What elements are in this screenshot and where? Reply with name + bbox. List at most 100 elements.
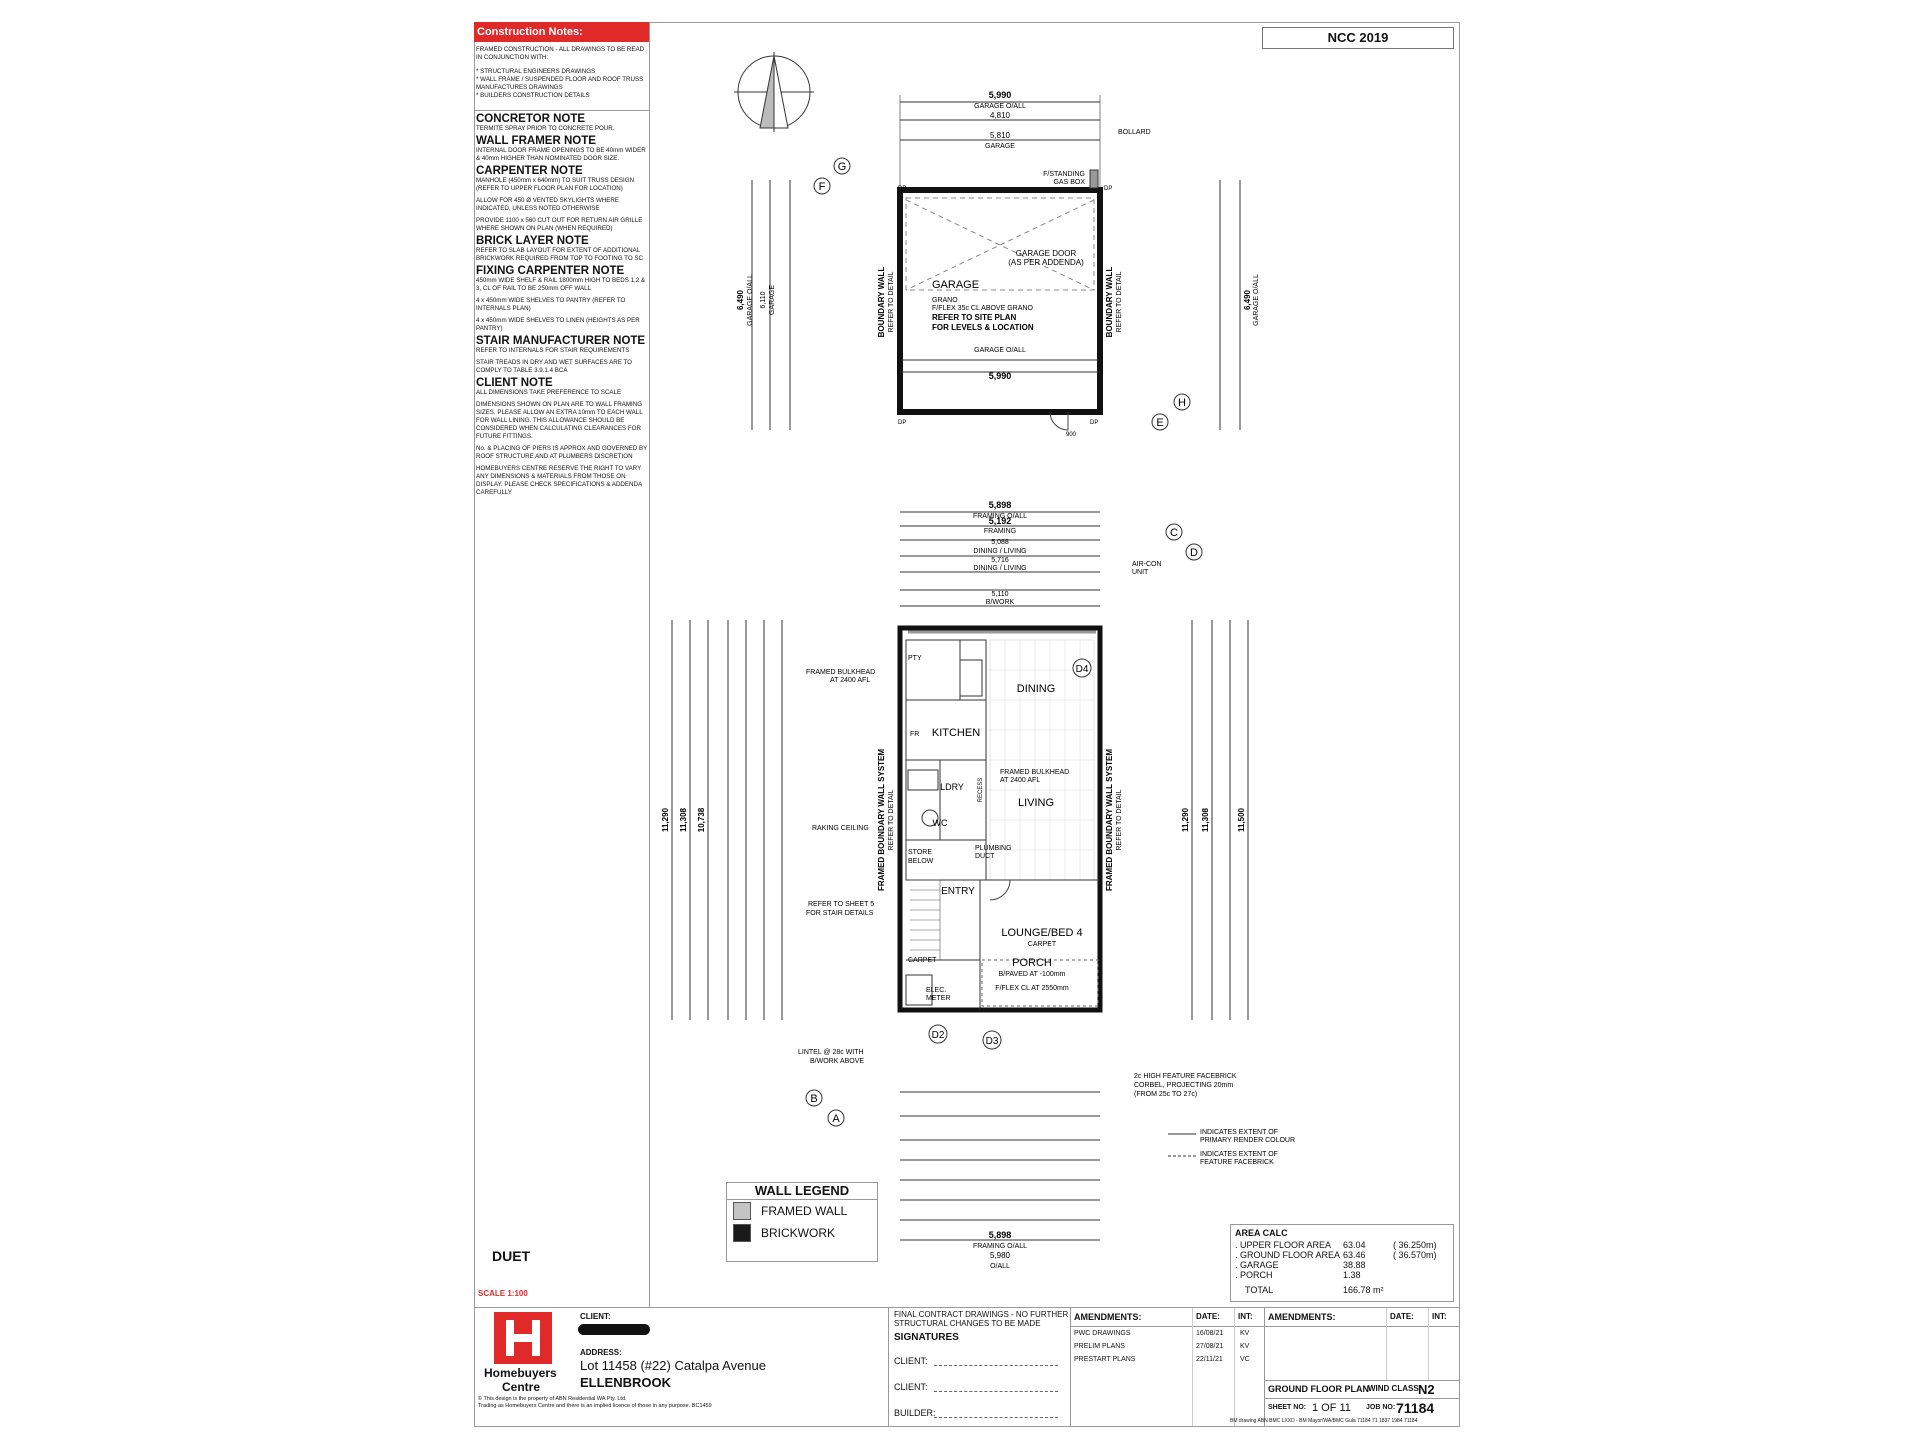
- garage-900-dim: 900: [1066, 432, 1077, 438]
- d4-label: D4: [1076, 664, 1089, 675]
- homebuyers-logo-icon: [494, 1312, 552, 1364]
- fixing-note-text: 4 x 450mm WIDE SHELVES TO PANTRY (REFER …: [476, 297, 626, 312]
- construction-line: * WALL FRAME / SUSPENDED FLOOR AND ROOF …: [476, 76, 644, 91]
- sheet-no-value: 1 OF 11: [1312, 1402, 1351, 1414]
- room-kitchen: KITCHEN: [932, 727, 980, 739]
- garage-bottom-label: GARAGE O/ALL: [974, 347, 1026, 354]
- client-note-text: HOMEBUYERS CENTRE RESERVE THE RIGHT TO V…: [476, 465, 642, 496]
- fixing-note-text: 450mm WIDE SHELF & RAIL 1800mm HIGH TO B…: [476, 277, 646, 292]
- client-note-text: No. & PLACING OF PIERS IS APPROX AND GOV…: [476, 445, 648, 460]
- garage-side-label-2: GARAGE: [769, 285, 776, 315]
- garage-plan: [751, 95, 1241, 431]
- area-calc-box: AREA CALC . UPPER FLOOR AREA 63.04 ( 36.…: [1230, 1224, 1454, 1302]
- area-total-value: 166.78 m²: [1343, 1285, 1384, 1295]
- levels-location-label: FOR LEVELS & LOCATION: [932, 323, 1034, 332]
- bollard-label: BOLLARD: [1118, 129, 1151, 136]
- feature-facebrick-label: 2c HIGH FEATURE FACEBRICK: [1134, 1073, 1237, 1080]
- concretor-note-text: TERMITE SPRAY PRIOR TO CONCRETE POUR.: [476, 125, 615, 132]
- signature-client-2-label: CLIENT:: [894, 1382, 928, 1392]
- section-c-label: C: [1170, 527, 1178, 539]
- wall-framer-note-text: INTERNAL DOOR FRAME OPENINGS TO BE 40mm …: [476, 147, 646, 162]
- plan-top-label: FRAMING O/ALL: [973, 513, 1027, 520]
- plan-framing-label: FRAMING: [984, 528, 1016, 535]
- signature-builder-label: BUILDER:: [894, 1408, 936, 1418]
- amendments-2-header: AMENDMENTS:: [1268, 1312, 1336, 1322]
- room-lounge: LOUNGE/BED 4: [1001, 927, 1082, 939]
- right-dim-3: 11,500: [1237, 807, 1246, 832]
- wind-class-value: N2: [1418, 1382, 1435, 1397]
- plumbing-label: PLUMBING: [975, 845, 1012, 852]
- room-pantry: PTY: [908, 655, 922, 662]
- sheet-no-label: SHEET NO:: [1268, 1404, 1307, 1411]
- title-block: Homebuyers Centre © This design is the p…: [474, 1307, 1460, 1426]
- area-row-extra: ( 36.570m): [1393, 1250, 1437, 1260]
- wall-legend-title: WALL LEGEND: [727, 1183, 877, 1200]
- dp-label: DP: [1090, 420, 1098, 426]
- section-marker-fg: [813, 157, 851, 195]
- garage-refer-detail-right: REFER TO DETAIL: [1116, 271, 1123, 332]
- concretor-note-title: CONCRETOR NOTE: [476, 113, 586, 125]
- wall-legend: WALL LEGEND FRAMED WALL BRICKWORK: [726, 1182, 878, 1262]
- section-f-label: F: [819, 181, 826, 193]
- garage-inner-label: GARAGE: [985, 143, 1015, 150]
- gasbox-label: F/STANDING: [1043, 171, 1085, 178]
- porch-paved-note: B/PAVED AT -100mm: [999, 971, 1066, 978]
- render-extent-label: INDICATES EXTENT OF: [1200, 1129, 1278, 1136]
- room-lounge-carpet: CARPET: [1028, 941, 1057, 948]
- room-dining: DINING: [1017, 683, 1056, 695]
- bulkhead-label: FRAMED BULKHEAD: [1000, 769, 1069, 776]
- garage-door-label: GARAGE DOOR: [1016, 249, 1077, 258]
- ground-floor-plan: [671, 511, 1249, 1241]
- room-ldry: LDRY: [940, 782, 964, 792]
- garage-door-note: (AS PER ADDENDA): [1008, 258, 1084, 267]
- room-living: LIVING: [1018, 797, 1054, 809]
- section-a-label: A: [832, 1113, 840, 1125]
- brick-layer-note-text: REFER TO SLAB LAYOUT FOR EXTENT OF ADDIT…: [476, 247, 643, 262]
- construction-line: * STRUCTURAL ENGINEERS DRAWINGS: [476, 68, 596, 75]
- amendments-int-header: INT:: [1238, 1312, 1253, 1321]
- room-store: STORE: [908, 849, 932, 856]
- dp-label: DP: [1104, 186, 1112, 192]
- plan-bottom-label: FRAMING O/ALL: [973, 1243, 1027, 1250]
- framed-boundary-right-refer: REFER TO DETAIL: [1116, 789, 1123, 850]
- legend-framed-row: FRAMED WALL: [733, 1200, 877, 1222]
- room-recess: RECESS: [978, 778, 984, 803]
- construction-line: FRAMED CONSTRUCTION - ALL DRAWINGS TO BE…: [476, 46, 645, 61]
- construction-line: * BUILDERS CONSTRUCTION DETAILS: [476, 92, 590, 99]
- garage-top-dim: 5,990: [989, 90, 1012, 100]
- plan-dl2-label: DINING / LIVING: [973, 565, 1026, 572]
- ncc-label: NCC 2019: [1262, 27, 1454, 49]
- section-marker-eh: [1151, 393, 1191, 431]
- d2-label: D2: [932, 1030, 945, 1041]
- left-dim-2: 11,308: [679, 807, 688, 832]
- garage-boundary-wall-left: BOUNDARY WALL: [877, 267, 886, 338]
- section-g-label: G: [838, 161, 847, 173]
- copyright-text-2: Trading as Homebuyers Centre and there i…: [478, 1403, 712, 1409]
- d-markers: [928, 658, 1092, 1050]
- wall-framer-note-title: WALL FRAMER NOTE: [476, 135, 596, 147]
- garage-side-dim-2: 6,110: [760, 291, 767, 308]
- amendments-2-int-header: INT:: [1432, 1312, 1447, 1321]
- area-row-label: . UPPER FLOOR AREA: [1235, 1240, 1332, 1250]
- signatures-label: SIGNATURES: [894, 1332, 959, 1343]
- garage-mid-dim: 4,810: [990, 111, 1011, 120]
- plan-dl2-dim: 5,716: [991, 557, 1009, 564]
- dp-label: DP: [898, 420, 906, 426]
- room-store-below: BELOW: [908, 858, 934, 865]
- construction-notes-heading: Construction Notes:: [474, 22, 649, 42]
- plan-top-dim: 5,898: [989, 500, 1012, 510]
- amend-row-int: KV: [1240, 1343, 1250, 1350]
- section-e-label: E: [1156, 417, 1163, 429]
- bwork-above-label: B/WORK ABOVE: [810, 1058, 864, 1065]
- amend-row-date: 16/08/21: [1196, 1330, 1224, 1337]
- amend-row-name: PRESTART PLANS: [1074, 1356, 1136, 1363]
- framed-wall-swatch: [733, 1202, 751, 1220]
- corbel-range-label: (FROM 25c TO 27c): [1134, 1091, 1197, 1098]
- garage-side-dim: 6,490: [736, 289, 745, 310]
- area-row-value: 63.46: [1343, 1250, 1366, 1260]
- room-fridge: FR: [910, 731, 919, 738]
- raking-ceiling-label: RAKING CEILING: [812, 825, 869, 832]
- copyright-text: © This design is the property of ABN Res…: [478, 1396, 627, 1402]
- garage-side-dim-right: 6,490: [1243, 289, 1252, 310]
